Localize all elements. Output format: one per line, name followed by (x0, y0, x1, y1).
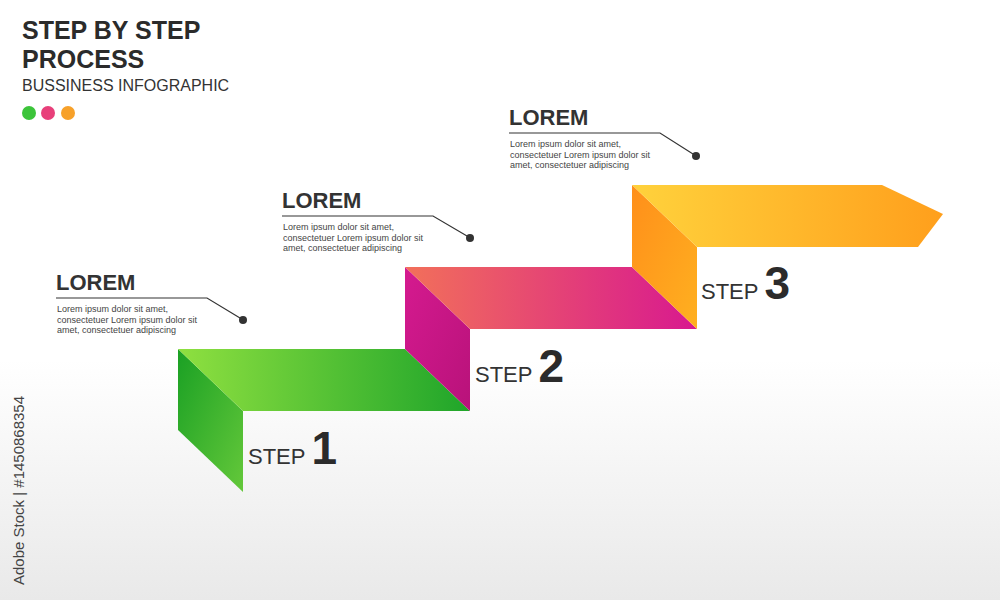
leader-dot (239, 316, 247, 324)
subtitle: BUSSINESS INFOGRAPHIC (22, 77, 229, 95)
color-dot (41, 106, 55, 120)
color-dot (61, 106, 75, 120)
callout-heading: LOREM (282, 188, 361, 214)
step-label: STEP1 (248, 425, 337, 471)
callout-heading: LOREM (509, 105, 588, 131)
step-number: 1 (311, 425, 337, 471)
leader-dot (466, 234, 474, 242)
callout-body: Lorem ipsum dolor sit amet, consectetuer… (510, 139, 660, 171)
callout-body: Lorem ipsum dolor sit amet, consectetuer… (57, 304, 207, 336)
title: STEP BY STEP PROCESS (22, 16, 252, 74)
step-label: STEP3 (701, 260, 790, 306)
ribbon-arrow (632, 185, 943, 247)
step-label: STEP2 (475, 343, 564, 389)
step-word: STEP (475, 362, 532, 388)
watermark: Adobe Stock | #1450868354 (10, 396, 27, 585)
callout-heading: LOREM (56, 270, 135, 296)
color-dot (22, 106, 36, 120)
leader-dot (692, 152, 700, 160)
step-number: 2 (538, 343, 564, 389)
callout-body: Lorem ipsum dolor sit amet, consectetuer… (283, 222, 433, 254)
step-word: STEP (701, 279, 758, 305)
step-number: 3 (764, 260, 790, 306)
step-word: STEP (248, 444, 305, 470)
